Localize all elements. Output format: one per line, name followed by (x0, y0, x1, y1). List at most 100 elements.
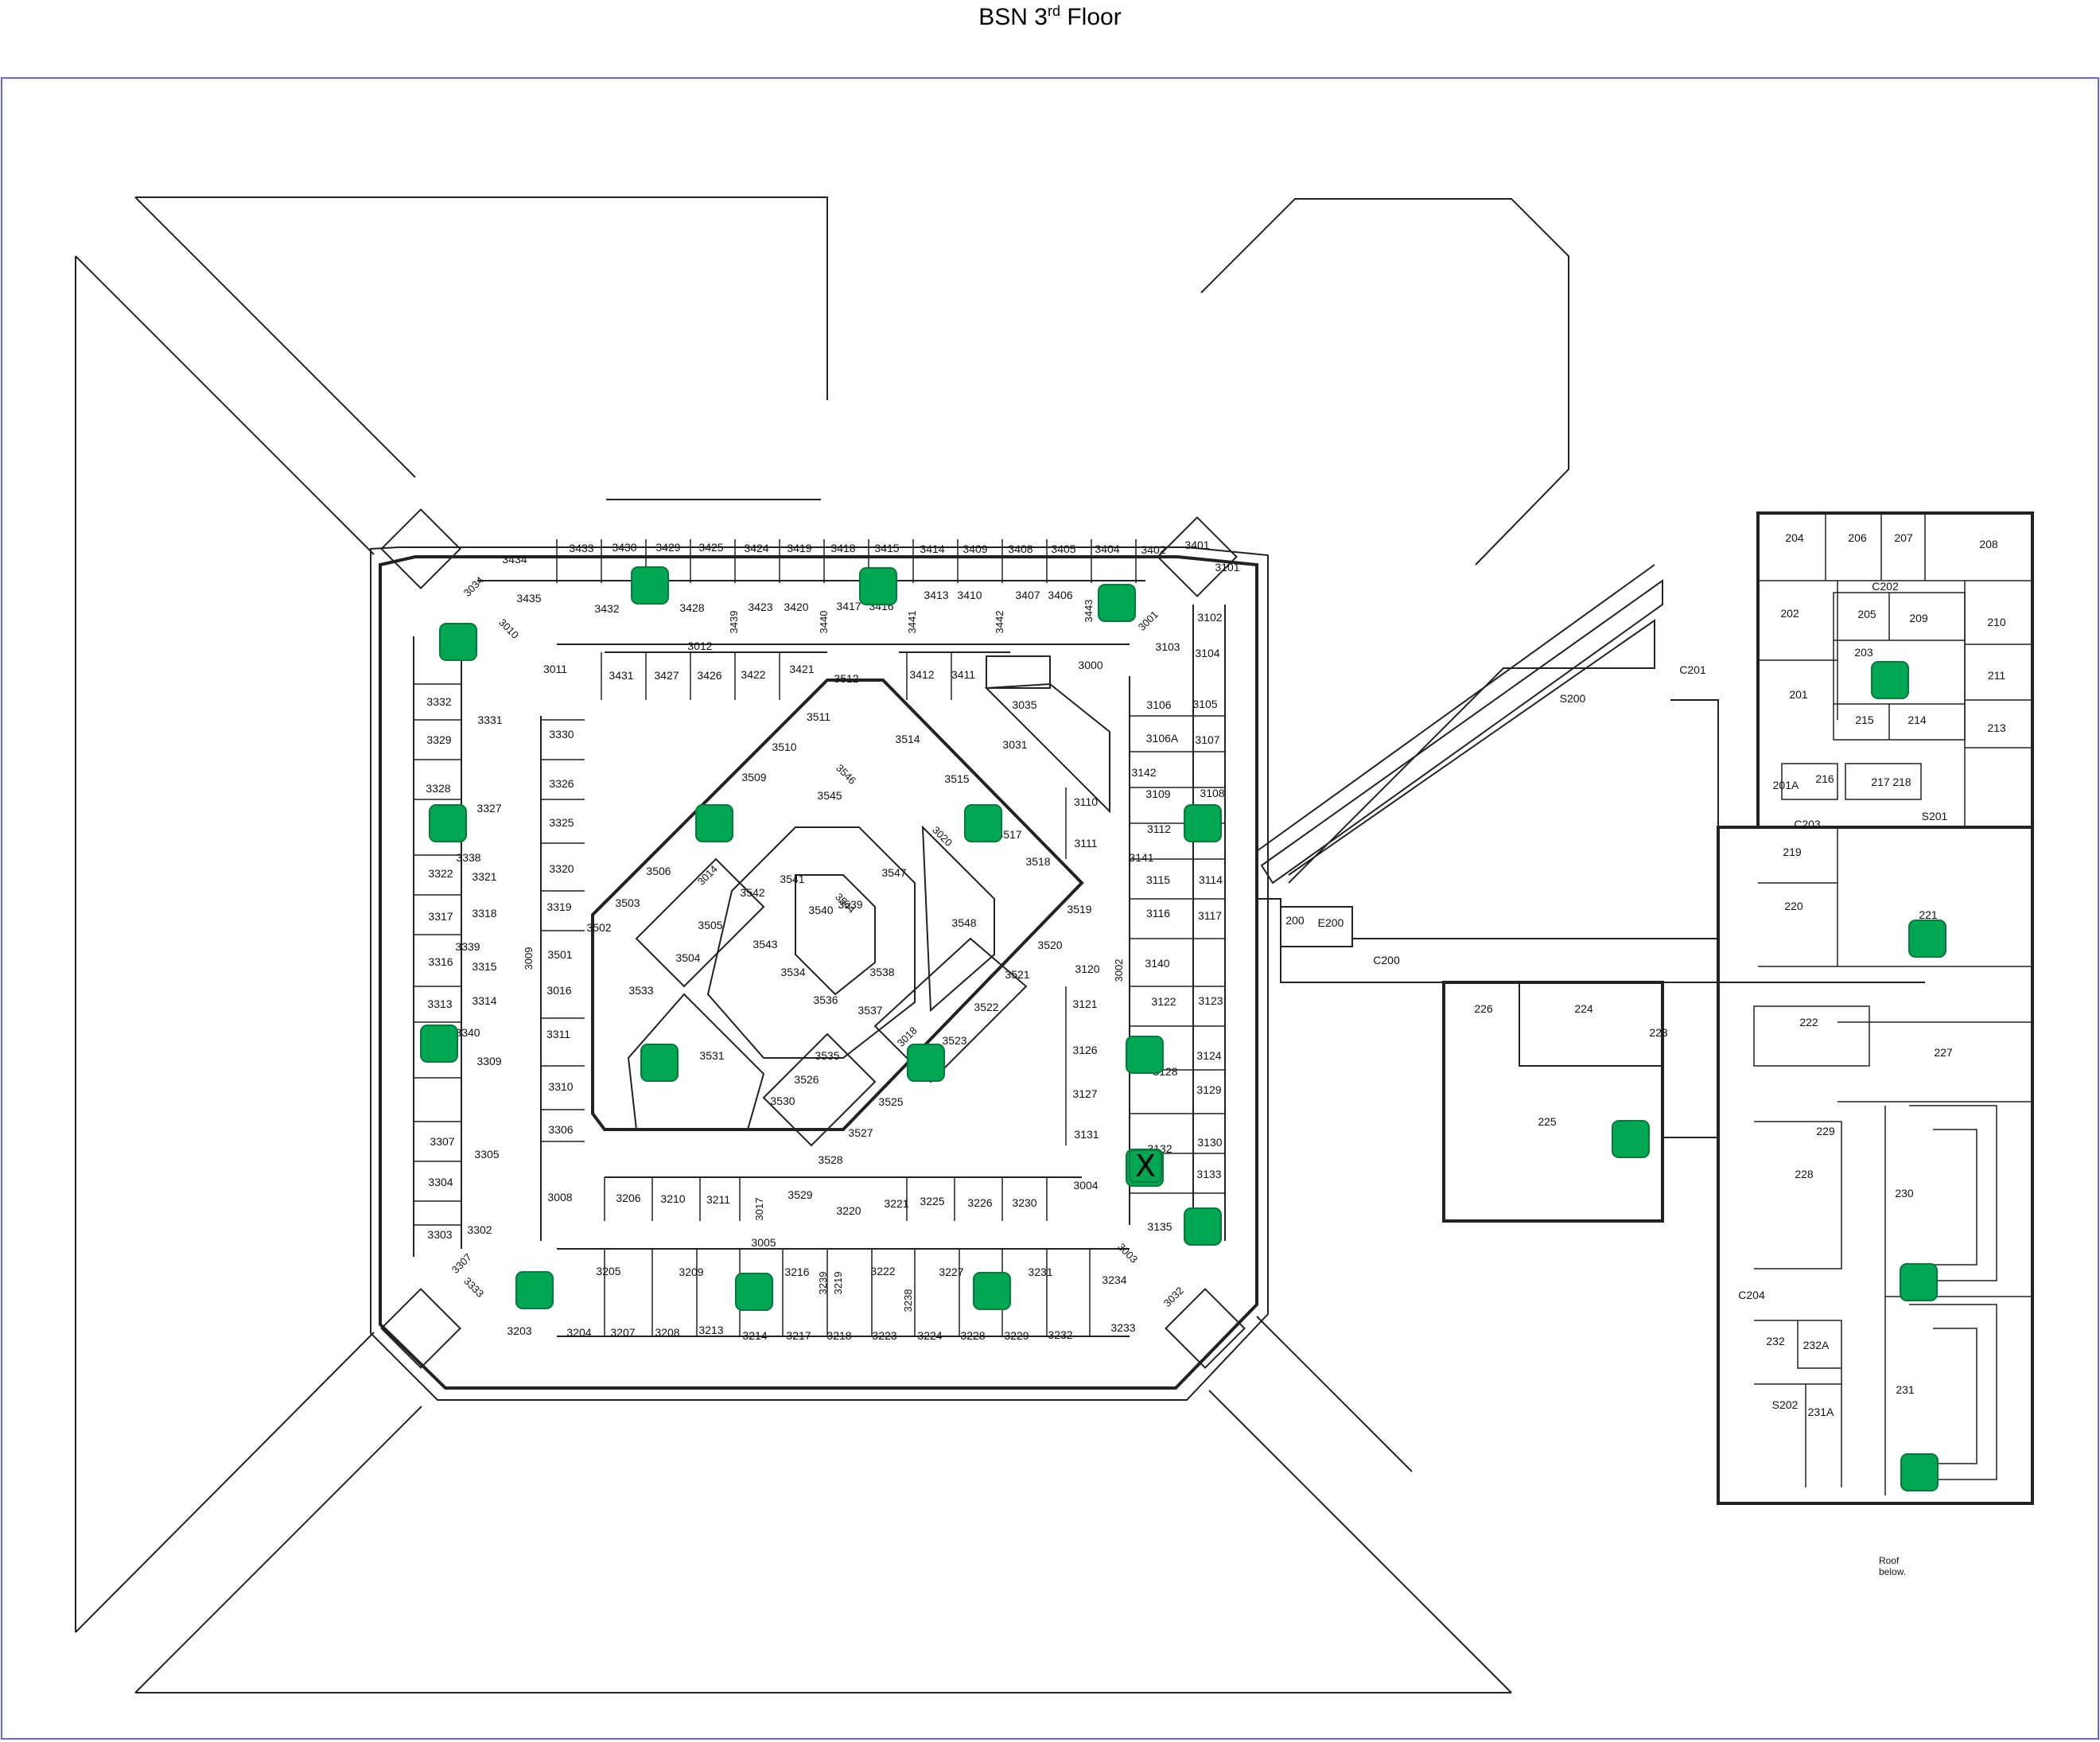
room-label: 3209 (679, 1266, 703, 1278)
room-label: 3207 (610, 1326, 635, 1339)
room-label: 211 (1988, 669, 2006, 682)
room-label: 3206 (616, 1192, 640, 1204)
room-label: 3511 (807, 710, 830, 723)
green-marker[interactable] (1900, 1263, 1938, 1301)
room-label-rotated: 3003 (1115, 1241, 1140, 1266)
room-label: 3031 (1002, 738, 1027, 751)
green-marker[interactable] (1908, 920, 1946, 958)
room-label: 3432 (594, 602, 619, 615)
green-marker[interactable] (640, 1044, 679, 1082)
room-label: 3502 (586, 921, 611, 934)
room-label: 3106A (1146, 732, 1179, 745)
room-label-rotated: 3442 (994, 611, 1005, 634)
room-label: C201 (1679, 663, 1706, 676)
green-marker[interactable] (429, 804, 467, 842)
room-label: 3541 (780, 873, 804, 885)
room-label: 3130 (1197, 1136, 1222, 1149)
room-label: 230 (1895, 1187, 1914, 1200)
room-label: 3208 (655, 1326, 679, 1339)
room-label: 229 (1816, 1125, 1835, 1137)
room-label: 231A (1808, 1406, 1834, 1418)
room-label: 232 (1766, 1335, 1785, 1347)
green-marker[interactable] (631, 566, 669, 605)
room-label: 3321 (472, 870, 496, 883)
green-marker[interactable] (1098, 584, 1136, 622)
room-label: 217 (1871, 776, 1890, 788)
room-label: 220 (1784, 900, 1803, 912)
room-label: 3112 (1147, 822, 1171, 835)
room-label: 3122 (1151, 995, 1176, 1008)
room-label: 3104 (1195, 647, 1219, 659)
room-label: 3421 (789, 663, 814, 675)
room-label: C200 (1373, 954, 1400, 966)
room-label: 214 (1908, 714, 1927, 726)
room-label: 3304 (428, 1176, 453, 1188)
room-label: 3004 (1073, 1179, 1098, 1192)
room-label: 3402 (1141, 543, 1165, 556)
room-label: 3231 (1028, 1266, 1052, 1278)
room-label: 3405 (1051, 542, 1075, 555)
green-marker[interactable] (1126, 1036, 1164, 1074)
room-label: 3213 (698, 1324, 723, 1336)
green-marker[interactable] (964, 804, 1002, 842)
room-label: 215 (1855, 714, 1874, 726)
green-marker[interactable] (439, 623, 477, 661)
green-marker[interactable] (1900, 1453, 1939, 1491)
room-label: 3319 (546, 900, 571, 913)
room-label: 3525 (878, 1095, 903, 1108)
room-label: 3224 (917, 1329, 942, 1342)
green-marker[interactable] (1184, 1207, 1222, 1246)
room-label: 3220 (836, 1204, 861, 1217)
room-label: 3135 (1147, 1220, 1172, 1233)
room-label: 3309 (476, 1055, 501, 1067)
green-marker[interactable] (515, 1271, 554, 1309)
room-label: E200 (1318, 916, 1344, 929)
room-label: 3221 (884, 1197, 908, 1210)
room-label: 3101 (1215, 561, 1239, 574)
room-label-rotated: 3017 (753, 1198, 765, 1221)
room-label-rotated: 3009 (523, 947, 535, 970)
room-label: 232A (1803, 1339, 1830, 1351)
room-label: 3411 (951, 668, 975, 681)
room-label: 3310 (548, 1080, 573, 1093)
room-label: 3423 (748, 601, 772, 613)
room-label: 226 (1474, 1002, 1493, 1015)
green-marker[interactable] (973, 1272, 1011, 1310)
room-label-rotated: 3239 (817, 1272, 829, 1295)
x-marker-label: X (1135, 1149, 1156, 1184)
room-label: 3535 (815, 1049, 839, 1062)
room-label: 3434 (502, 553, 527, 566)
room-label: 3211 (706, 1193, 730, 1206)
green-marker[interactable] (1184, 804, 1222, 842)
room-label: 3430 (612, 541, 636, 554)
green-marker[interactable] (1871, 661, 1909, 699)
room-label: 3109 (1145, 787, 1170, 800)
room-label-rotated: 3010 (496, 616, 521, 641)
green-marker[interactable] (695, 804, 733, 842)
room-label: 3433 (569, 542, 593, 554)
roof-note-line2: below. (1879, 1566, 1906, 1577)
room-label: 207 (1894, 531, 1913, 544)
room-label: 3140 (1145, 957, 1169, 970)
room-label: 3318 (472, 907, 496, 920)
green-marker[interactable] (907, 1044, 945, 1082)
green-marker[interactable] (735, 1273, 773, 1311)
green-marker[interactable] (1612, 1120, 1650, 1158)
east-wing (1717, 511, 2034, 1505)
room-label: 3539 (838, 898, 862, 911)
room-label: 3435 (516, 592, 541, 605)
green-marker[interactable] (859, 567, 897, 605)
room-label: 3141 (1129, 851, 1153, 864)
map-title-main: BSN 3 (978, 4, 1048, 30)
x-marker[interactable]: X (1129, 1149, 1162, 1184)
room-label-rotated: 3034 (461, 574, 486, 599)
room-label: 209 (1909, 612, 1928, 624)
green-marker[interactable] (420, 1025, 458, 1063)
room-label: 3408 (1008, 542, 1032, 555)
room-label: 3339 (455, 940, 480, 953)
room-label: 3527 (848, 1126, 873, 1139)
room-label: 3114 (1199, 873, 1223, 886)
room-label: 3012 (687, 640, 712, 652)
marker-layer (420, 566, 1946, 1491)
room-label: 3142 (1131, 766, 1156, 779)
